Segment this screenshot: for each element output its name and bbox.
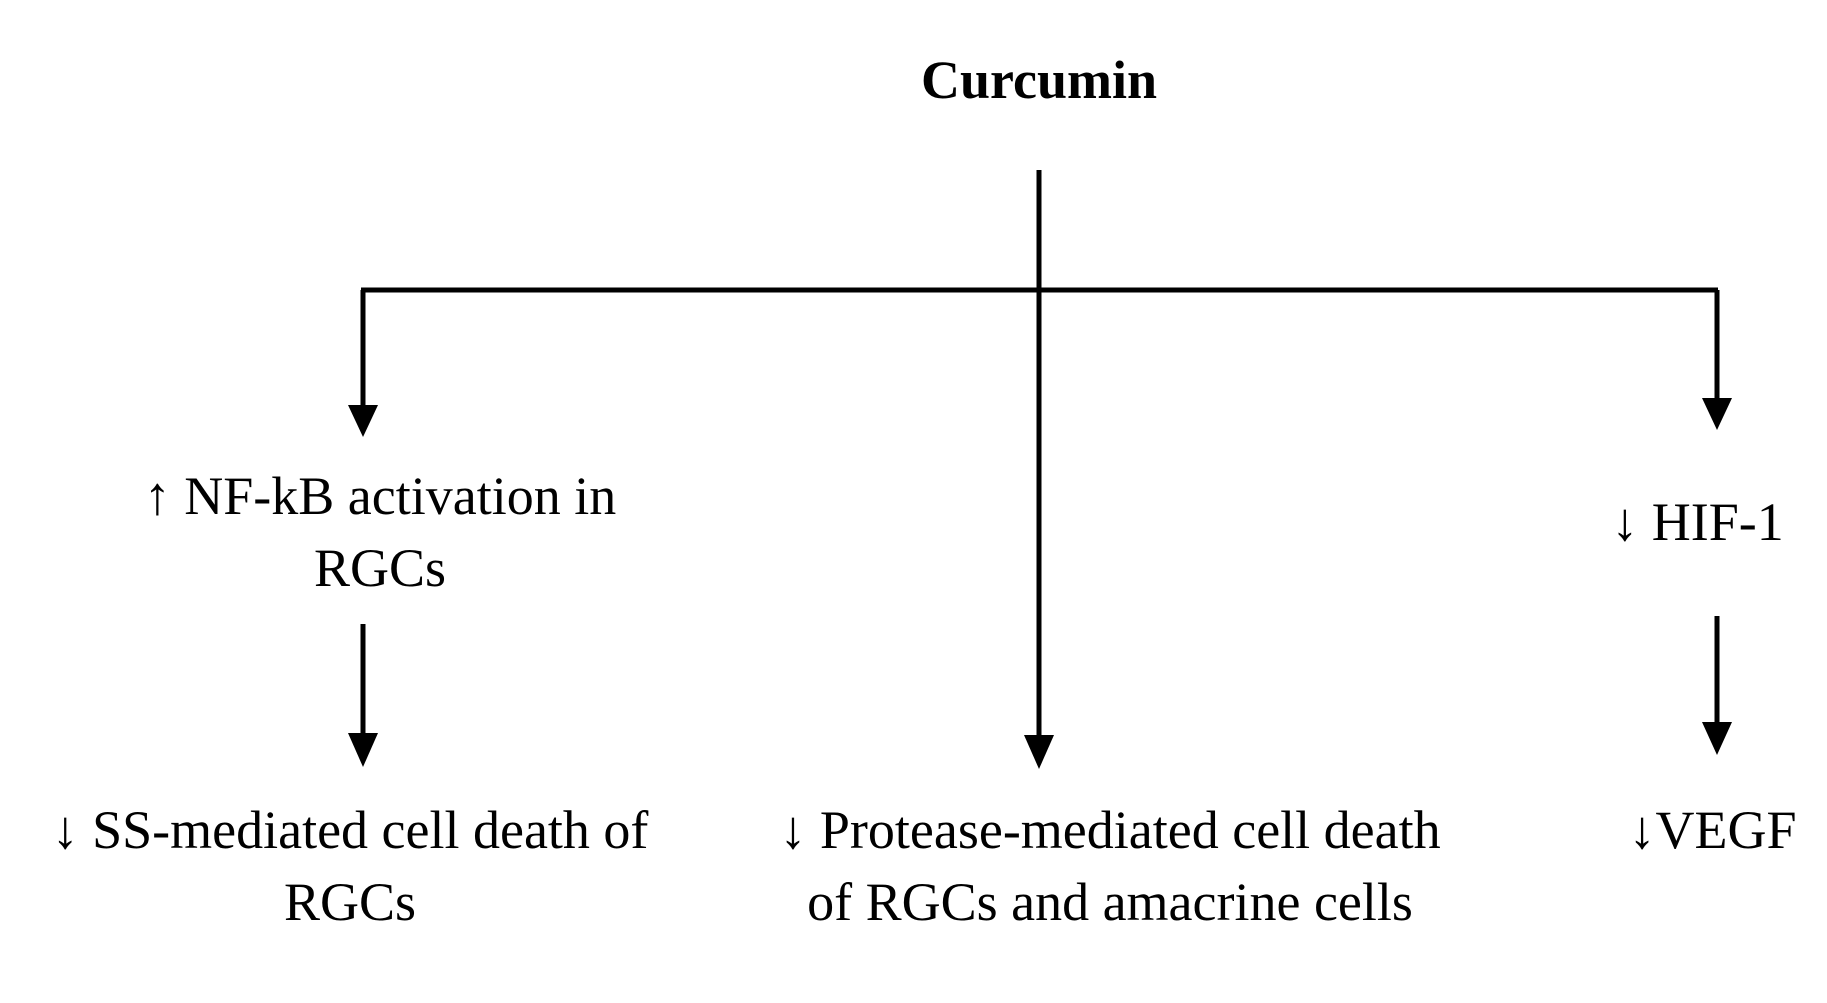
node-hif1: ↓ HIF-1 [1570,486,1825,558]
node-nfkb-activation: ↑ NF-kB activation in RGCs [80,460,680,604]
node-protease-mediated-death: ↓ Protease-mediated cell death of RGCs a… [720,794,1500,938]
node-curcumin: Curcumin [839,44,1239,116]
node-curcumin-text: Curcumin [920,50,1158,110]
arrowhead-to-ss [348,733,378,767]
node-nfkb-line-2: RGCs [313,538,447,598]
node-vegf-line-1: ↓VEGF [1628,800,1797,860]
arrowhead-to-vegf [1702,722,1732,755]
node-ss-mediated-death: ↓ SS-mediated cell death of RGCs [0,794,700,938]
node-hif1-line-1: ↓ HIF-1 [1611,492,1784,552]
node-protease-line-2: of RGCs and amacrine cells [807,872,1413,932]
arrowhead-to-protease [1024,735,1054,769]
arrowhead-to-hif1 [1702,398,1732,430]
node-nfkb-line-1: ↑ NF-kB activation in [143,466,617,526]
node-protease-line-1: ↓ Protease-mediated cell death [779,800,1441,860]
node-ss-line-2: RGCs [283,872,417,932]
node-vegf: ↓VEGF [1600,794,1825,866]
node-ss-line-1: ↓ SS-mediated cell death of [51,800,649,860]
arrowhead-to-nfkb [348,405,378,437]
